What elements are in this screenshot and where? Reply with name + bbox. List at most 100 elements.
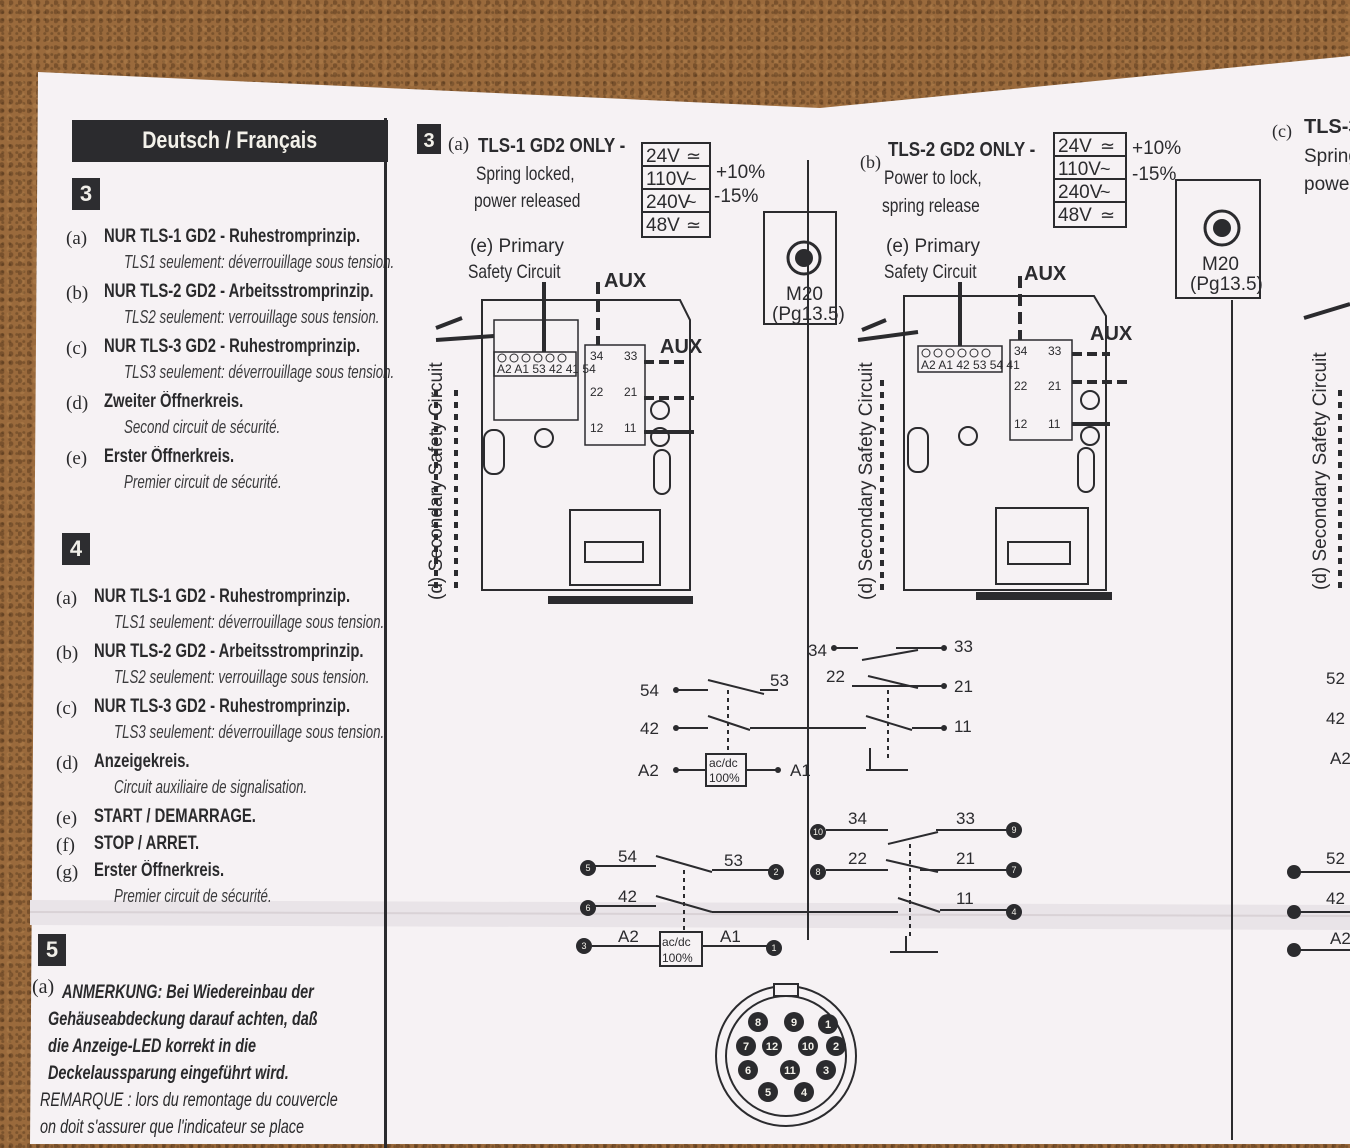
ac-symbol-icon: ≃ [686, 146, 701, 166]
c-label-52b: 52 [1326, 849, 1345, 868]
ac-symbol-icon: ~ [1100, 159, 1111, 179]
pin-2-icon [768, 864, 784, 880]
b-voltage-table: 24V 110V 240V 48V ≃ ~ ~ ≃ [1053, 132, 1127, 228]
s2-coil-1: ac/dc [662, 935, 691, 949]
list-item-key: (f) [56, 835, 75, 856]
list-item-fr: Circuit auxiliaire de signalisation. [114, 777, 308, 797]
connector-pin-label: 4 [801, 1087, 808, 1099]
b-volt-3: 240V [1058, 182, 1103, 203]
pin-8-icon [810, 864, 826, 880]
connector-pin-icon [736, 1036, 756, 1056]
section-5-number: 5 [38, 934, 66, 966]
s1-34: 34 [808, 641, 827, 660]
list-item-key: (e) [66, 448, 88, 469]
a-volt-3: 240V [646, 192, 691, 213]
a-gland-label: M20 [786, 284, 823, 305]
a-line1: Spring locked, [476, 163, 575, 185]
b-term-22: 22 [1014, 379, 1028, 393]
c-label-a2: A2 [1330, 749, 1350, 768]
a-aux-right: AUX [660, 336, 703, 358]
b-secondary-label: (d) Secondary Safety Circuit [856, 362, 877, 600]
list-item-key: (e) [56, 808, 78, 829]
connector-pin-label: 9 [791, 1017, 797, 1029]
connector-pin-label: 5 [765, 1087, 771, 1099]
a-volt-2: 110V [646, 169, 689, 190]
a-cable-gland-box: M20 (Pg13.5) [763, 211, 845, 325]
ac-symbol-icon: ≃ [1100, 205, 1115, 225]
ac-symbol-icon: ~ [686, 169, 697, 189]
s1-53: 53 [770, 671, 789, 690]
connector-pin-label: 7 [743, 1041, 749, 1053]
s2-11: 11 [956, 889, 974, 908]
s1-a2: A2 [638, 761, 659, 780]
a-primary-2: Safety Circuit [468, 261, 561, 283]
ac-symbol-icon: ≃ [686, 215, 701, 235]
list-item-key: (c) [66, 338, 88, 359]
b-gland-sub: (Pg13.5) [1190, 274, 1263, 295]
list-item-de: NUR TLS-3 GD2 - Ruhestromprinzip. [94, 696, 351, 717]
s1-54: 54 [640, 681, 659, 700]
diagram-section-number-box [417, 124, 441, 154]
list-item-de: NUR TLS-2 GD2 - Arbeitsstromprinzip. [94, 641, 364, 662]
list-item-key: (g) [56, 862, 79, 883]
c-label-42b: 42 [1326, 889, 1345, 908]
connector-pin-icon [758, 1082, 778, 1102]
list-item-fr: TLS1 seulement: déverrouillage sous tens… [124, 252, 395, 272]
pin-label: 8 [815, 867, 820, 877]
list-item-key: (b) [56, 643, 79, 664]
connector-pin-icon [818, 1014, 838, 1034]
a-term-21: 21 [624, 385, 638, 399]
b-line1: Power to lock, [884, 167, 982, 189]
b-gland-label: M20 [1202, 254, 1239, 275]
paper-fold [29, 911, 1350, 917]
list-item-de: NUR TLS-3 GD2 - Ruhestromprinzip. [104, 336, 361, 357]
s2-22: 22 [848, 849, 867, 868]
column-divider [384, 118, 387, 1148]
a-line2: power released [474, 190, 580, 212]
pin-7-icon [1006, 862, 1022, 878]
s2-a2: A2 [618, 927, 639, 946]
s2-33: 33 [956, 809, 975, 828]
c-label-52: 52 [1326, 669, 1345, 688]
list-item-fr: TLS3 seulement: déverrouillage sous tens… [124, 362, 395, 382]
s1-42: 42 [640, 719, 659, 738]
diagram-section-number: 3 [423, 130, 434, 152]
pin-label: 10 [813, 827, 823, 837]
s2-coil-2: 100% [662, 951, 693, 965]
b-aux-right: AUX [1090, 323, 1133, 345]
connector-pin-icon [748, 1012, 768, 1032]
note-line: Deckelaussparung eingeführt wird. [48, 1063, 289, 1084]
connector-pin-label: 1 [825, 1019, 831, 1031]
pin-9-icon [1006, 822, 1022, 838]
a-voltage-table: 24V 110V 240V 48V ≃ ~ ~ ≃ [641, 142, 711, 238]
connector-pin-icon [780, 1060, 800, 1080]
pin-3-icon [576, 938, 592, 954]
a-term-34: 34 [590, 349, 604, 363]
pin-label: 4 [1011, 907, 1016, 917]
s1-coil-2: 100% [709, 771, 740, 785]
b-title: TLS-2 GD2 ONLY - [888, 138, 1035, 161]
s2-53: 53 [724, 851, 743, 870]
section-3-number: 3 [72, 178, 100, 210]
a-key: (a) [448, 134, 469, 155]
b-primary-1: (e) Primary [886, 236, 980, 257]
list-item-de: NUR TLS-1 GD2 - Ruhestromprinzip. [104, 226, 361, 247]
b-volt-2: 110V [1058, 159, 1101, 180]
a-term-11: 11 [624, 421, 637, 435]
schematic-2 [592, 829, 1008, 967]
connector-pin-label: 10 [802, 1041, 814, 1053]
b-tol-minus: -15% [1132, 164, 1176, 185]
pin-6-icon [580, 900, 596, 916]
connector-pinout [715, 983, 857, 1127]
connector-pin-icon [738, 1060, 758, 1080]
cable-gland-icon [786, 240, 822, 276]
a-primary-1: (e) Primary [470, 236, 564, 257]
pin-label: 5 [585, 863, 590, 873]
list-item-de: Erster Öffnerkreis. [94, 860, 225, 881]
s2-a1: A1 [720, 927, 741, 946]
b-switch-body: (e) Primary Safety Circuit AUX AUX A2 A1… [856, 236, 1133, 600]
b-cable-gland-box: M20 (Pg13.5) [1175, 179, 1263, 299]
a-term-33: 33 [624, 349, 638, 363]
list-item-fr: TLS3 seulement: déverrouillage sous tens… [114, 722, 385, 742]
